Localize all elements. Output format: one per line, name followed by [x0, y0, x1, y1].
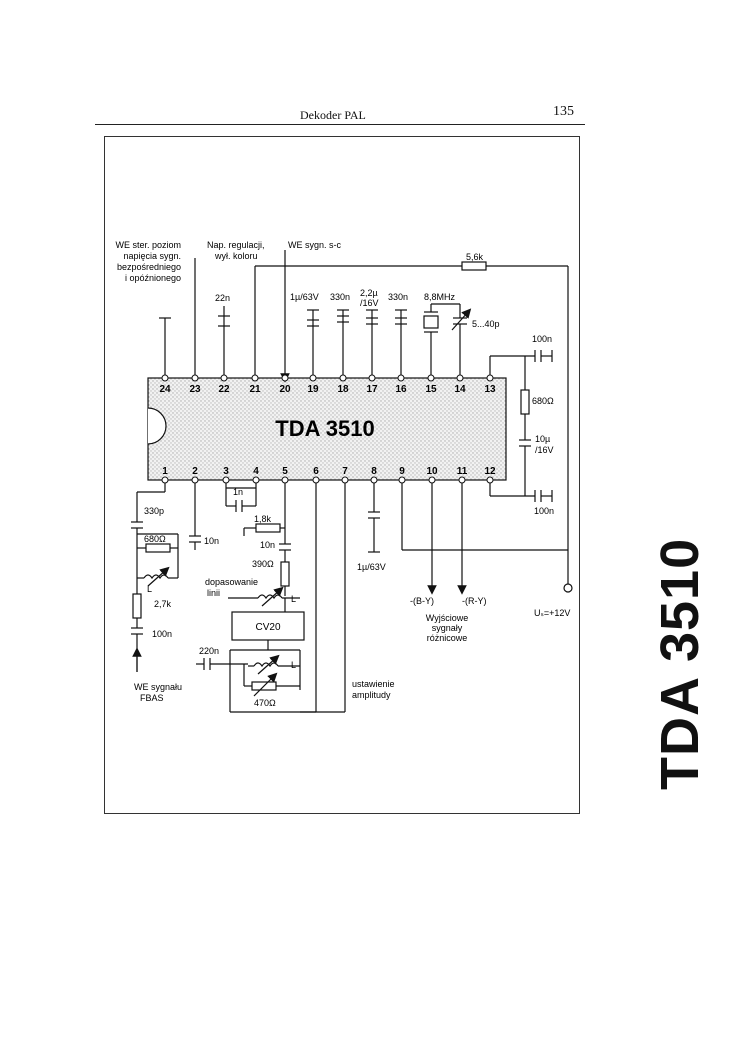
resistor-2k7: [132, 593, 142, 619]
label-ustawienie: amplitudy: [352, 690, 391, 700]
label-dopasowanie: dopasowanie: [205, 577, 258, 587]
resistor-5k6: [461, 261, 487, 271]
label-c-22n: 22n: [215, 293, 230, 303]
label-nap-regulacji: wył. koloru: [214, 251, 258, 261]
pin-label: 5: [282, 466, 288, 477]
label-xtal: 8,8MHz: [424, 292, 456, 302]
label-inductor: L: [291, 594, 296, 604]
resistor-680-left: [145, 543, 171, 553]
pin-label: 18: [337, 384, 349, 395]
label-c-10u: 10µ: [535, 434, 550, 444]
pin-label: 2: [192, 466, 198, 477]
resistor-390: [280, 561, 290, 587]
label-c-10n: 10n: [260, 540, 275, 550]
label-r-390: 390Ω: [252, 559, 274, 569]
label-dopasowanie: linii: [207, 588, 220, 598]
pin-label: 19: [307, 384, 319, 395]
pin-label: 24: [159, 384, 171, 395]
header-rule: [95, 124, 585, 125]
pin-label: 10: [426, 466, 438, 477]
header-title: Dekoder PAL: [300, 108, 366, 122]
label-c-330p: 330p: [144, 506, 164, 516]
pin-label: 13: [484, 384, 496, 395]
label-inductor: L: [291, 660, 296, 670]
ic-notch: [147, 407, 167, 445]
inductor-mid: [257, 594, 283, 600]
label-out-ry: -(R-Y): [462, 596, 487, 606]
pin-label: 17: [366, 384, 378, 395]
label-c-2u2: /16V: [360, 298, 379, 308]
pin-label: 14: [454, 384, 466, 395]
label-c-1u63: 1µ/63V: [357, 562, 386, 572]
resistor-1k8: [255, 523, 281, 533]
label-we-ster: WE ster. poziom: [115, 240, 181, 250]
pin-label: 9: [399, 466, 405, 477]
label-nap-regulacji: Nap. regulacji,: [207, 240, 265, 250]
label-c-100n: 100n: [534, 506, 554, 516]
pin-label: 12: [484, 466, 496, 477]
chip-name: TDA 3510: [275, 416, 374, 441]
pin-label: 16: [395, 384, 407, 395]
label-supply: Uₛ=+12V: [534, 608, 570, 618]
label-c-1u63: 1µ/63V: [290, 292, 319, 302]
label-out-by: -(B-Y): [410, 596, 434, 606]
pin-label: 22: [218, 384, 230, 395]
label-cv20: CV20: [255, 622, 280, 633]
pin-label: 6: [313, 466, 319, 477]
label-we-ster: bezpośredniego: [117, 262, 181, 272]
figure-frame: [104, 136, 580, 814]
label-c-1n: 1n: [233, 487, 243, 497]
pin-label: 4: [253, 466, 259, 477]
inductor-low: [253, 662, 279, 668]
label-we-fbas: WE sygnału: [134, 682, 182, 692]
label-r-680: 680Ω: [532, 396, 554, 406]
pin-label: 15: [425, 384, 437, 395]
crystal-symbol: [423, 315, 439, 329]
label-trimmer: 5...40p: [472, 319, 500, 329]
label-wyjsciowe: Wyjściowe: [426, 613, 468, 623]
label-we-ster: i opóźnionego: [125, 273, 181, 283]
label-c-100n: 100n: [532, 334, 552, 344]
label-r-470: 470Ω: [254, 698, 276, 708]
label-c-220n: 220n: [199, 646, 219, 656]
label-c-330n: 330n: [330, 292, 350, 302]
label-we-ster: napięcia sygn.: [123, 251, 181, 261]
pin-label: 1: [162, 466, 168, 477]
label-wyjsciowe: różnicowe: [427, 633, 468, 643]
pin-label: 21: [249, 384, 261, 395]
pin-label: 11: [457, 466, 468, 477]
inductor-left: [143, 574, 169, 580]
label-c-330n: 330n: [388, 292, 408, 302]
label-c-10n: 10n: [204, 536, 219, 546]
label-r-1k8: 1,8k: [254, 514, 272, 524]
label-we-sc: WE sygn. s-c: [288, 240, 342, 250]
label-c-2u2: 2,2µ: [360, 288, 378, 298]
label-wyjsciowe: sygnały: [432, 623, 463, 633]
label-c-10u: /16V: [535, 445, 554, 455]
ic-body: [147, 377, 507, 481]
label-we-fbas: FBAS: [140, 693, 164, 703]
pin-label: 7: [342, 466, 348, 477]
label-r-680: 680Ω: [144, 534, 166, 544]
label-r-2k7: 2,7k: [154, 599, 172, 609]
pin-label: 20: [279, 384, 291, 395]
page-number: 135: [553, 104, 574, 119]
pin-label: 3: [223, 466, 229, 477]
pin-label: 8: [371, 466, 377, 477]
label-inductor: L: [147, 584, 152, 594]
pin-label: 23: [189, 384, 201, 395]
supply-terminal: [563, 583, 573, 593]
label-r-5k6: 5,6k: [466, 252, 484, 262]
label-ustawienie: ustawienie: [352, 679, 395, 689]
resistor-680-right: [520, 389, 530, 415]
label-c-100n: 100n: [152, 629, 172, 639]
